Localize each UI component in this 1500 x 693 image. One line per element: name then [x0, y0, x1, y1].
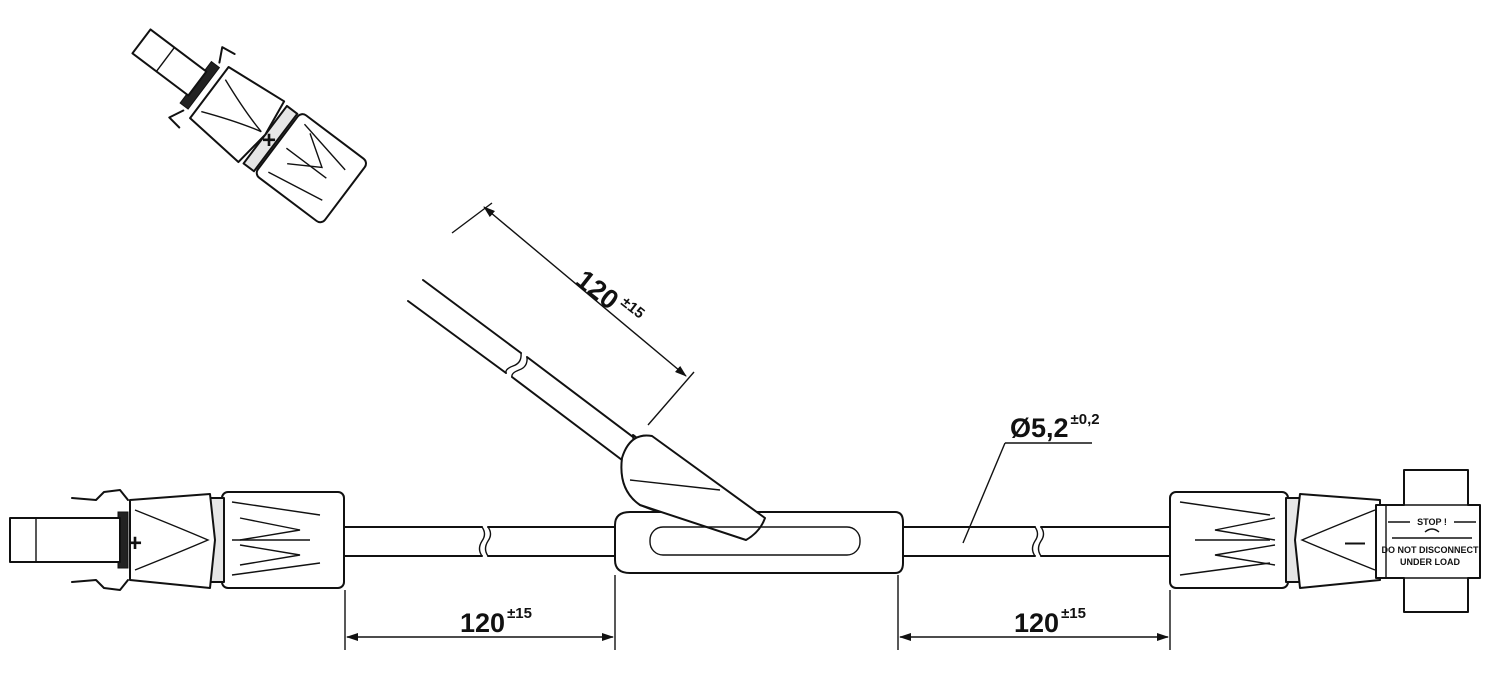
left-plus-symbol: +	[128, 530, 142, 557]
svg-text:120±15: 120±15	[1014, 605, 1086, 638]
main-cable	[344, 526, 1171, 557]
left-length-value: 120	[460, 608, 505, 638]
svg-text:120±15: 120±15	[460, 605, 532, 638]
right-label-line1: DO NOT DISCONNECT	[1381, 545, 1479, 555]
branch-length-value: 120	[570, 264, 624, 315]
right-length-tolerance: ±15	[1061, 605, 1086, 622]
right-label-stop: STOP !	[1417, 517, 1447, 527]
left-connector	[9, 489, 345, 591]
branch-connector	[131, 28, 367, 224]
left-length-dimension: 120±15	[344, 575, 616, 650]
right-minus-symbol: —	[1345, 532, 1365, 554]
right-label-line2: UNDER LOAD	[1400, 557, 1460, 567]
y-splitter	[614, 434, 904, 574]
svg-text:Ø5,2±0,2: Ø5,2±0,2	[1010, 411, 1100, 443]
cable-diameter-tolerance: ±0,2	[1071, 411, 1100, 428]
right-length-dimension: 120±15	[897, 575, 1171, 650]
left-length-tolerance: ±15	[507, 605, 532, 622]
right-length-value: 120	[1014, 608, 1059, 638]
splitter-label-recess	[649, 526, 861, 556]
branch-plus-symbol: +	[262, 127, 276, 154]
branch-length-tolerance: ±15	[618, 294, 648, 323]
cable-diameter-callout: Ø5,2±0,2	[962, 411, 1100, 544]
right-connector	[1169, 469, 1481, 613]
svg-text:120±15: 120±15	[570, 263, 647, 333]
cable-diameter-value: Ø5,2	[1010, 413, 1069, 443]
